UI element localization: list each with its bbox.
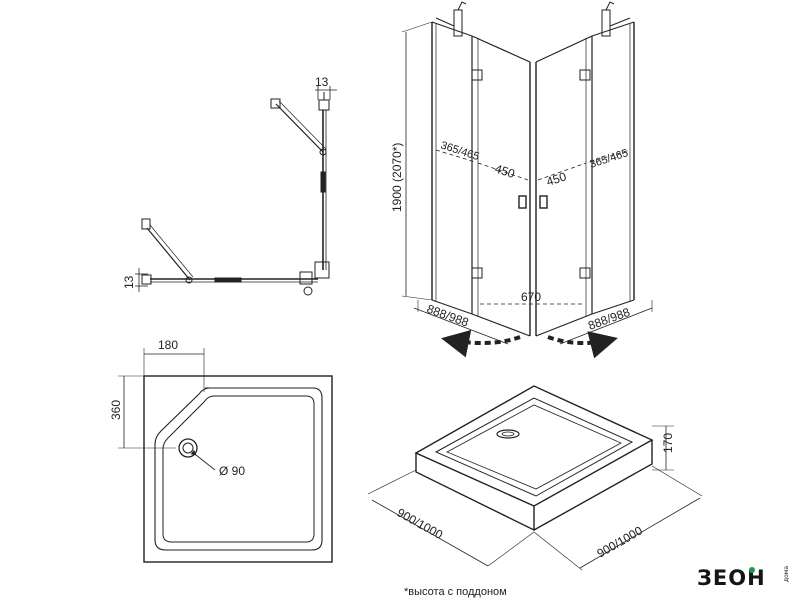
- enclosure-top-view: [135, 86, 337, 296]
- enclosure-right-door-label: 450: [545, 169, 569, 189]
- tray-drain-label: Ø 90: [219, 464, 245, 478]
- tray-iso-height-label: 170: [661, 433, 675, 453]
- top-view-dim-top: 13: [315, 75, 329, 89]
- enclosure-left-door-label: 450: [493, 162, 517, 182]
- top-view-dim-left: 13: [122, 275, 136, 289]
- door-swing-arrows: [441, 329, 618, 359]
- tray-width-dim-label: 180: [158, 338, 178, 352]
- enclosure-left-outer-label: 365/465: [439, 139, 481, 163]
- enclosure-height-label: 1900 (2070*): [390, 143, 404, 212]
- enclosure-right-outer-label: 365/465: [588, 147, 630, 171]
- tray-height-dim-label: 360: [109, 400, 123, 420]
- enclosure-elevation: [401, 1, 653, 345]
- footnote-text: *высота с поддоном: [404, 586, 507, 598]
- brand-logo-subtext: дома: [783, 566, 790, 582]
- brand-logo-text: ЗЕОН: [697, 566, 766, 590]
- brand-logo: ЗЕОН дома: [697, 566, 790, 590]
- brand-accent-dot: [749, 567, 755, 573]
- tray-iso-width-right-label: 900/1000: [595, 523, 646, 560]
- tray-isometric-view: [367, 385, 703, 571]
- tray-top-view: [118, 348, 333, 563]
- enclosure-entry-width-label: 670: [521, 290, 541, 304]
- enclosure-depth-right-label: 888/988: [586, 305, 632, 333]
- tray-iso-width-left-label: 900/1000: [395, 505, 446, 542]
